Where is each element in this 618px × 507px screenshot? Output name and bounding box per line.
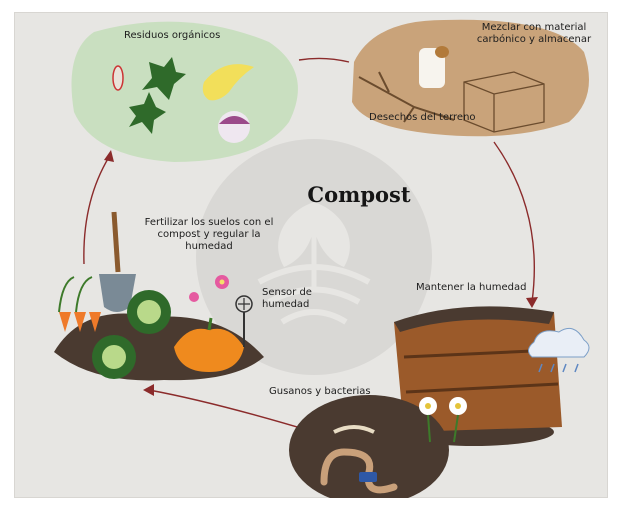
stage-label-ground: Desechos del terreno [369, 112, 489, 124]
arrow-organic-to-mix [299, 58, 349, 62]
stage-label-mix: Mezclar con material carbónico y almacen… [474, 22, 594, 46]
bacteria-icon [359, 472, 377, 482]
arrow-mix-to-humidity [494, 142, 534, 302]
arrow-fertilize-to-organic [84, 157, 109, 264]
apple-core-icon [113, 66, 123, 90]
organic-waste-illustration [72, 22, 298, 162]
stage-label-worms: Gusanos y bacterias [269, 386, 389, 398]
carrot-icon [59, 312, 101, 332]
stage-label-fertilize: Fertilizar los suelos con el compost y r… [139, 217, 279, 253]
shovel-icon [114, 212, 118, 272]
turnip-icon [218, 111, 250, 143]
compost-cycle-diagram: Compost Residuos orgánicos Mezclar con m… [14, 12, 608, 498]
stage-label-humidity: Mantener la humedad [416, 282, 546, 294]
diagram-graphics [14, 12, 608, 498]
stage-label-sensor: Sensor de humedad [262, 287, 322, 311]
stage-label-organic: Residuos orgánicos [124, 30, 254, 42]
diagram-title: Compost [284, 182, 434, 207]
